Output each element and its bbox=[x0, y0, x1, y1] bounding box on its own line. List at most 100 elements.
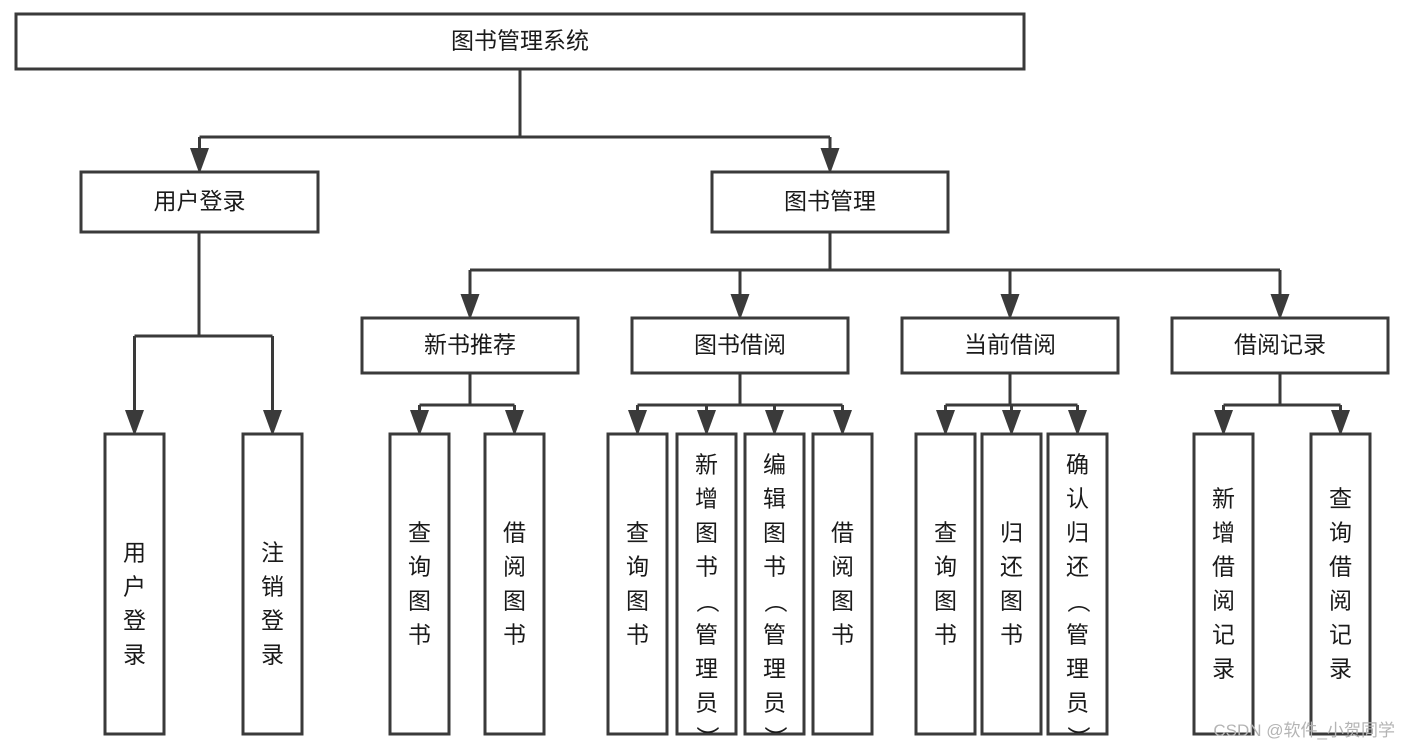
node-label-leaf-query-book-current: 询 bbox=[934, 553, 957, 579]
node-book-borrow[interactable]: 图书借阅 bbox=[630, 316, 850, 375]
node-box-leaf-borrow-book-recommend[interactable] bbox=[483, 432, 546, 736]
node-box-leaf-add-borrow-record[interactable] bbox=[1192, 432, 1255, 736]
node-label-leaf-edit-book-admin: ） bbox=[763, 726, 789, 747]
node-label-leaf-add-borrow-record: 新 bbox=[1212, 485, 1235, 511]
node-book-management[interactable]: 图书管理 bbox=[710, 170, 950, 234]
node-label-leaf-borrow-book-recommend: 阅 bbox=[503, 553, 526, 579]
arrow-head-icon bbox=[460, 294, 480, 320]
node-label-leaf-return-book: 还 bbox=[1000, 553, 1023, 579]
node-box-book-borrow[interactable] bbox=[630, 316, 850, 375]
node-label-leaf-query-book-recommend: 书 bbox=[408, 621, 431, 647]
node-new-book-recommend[interactable]: 新书推荐 bbox=[360, 316, 580, 375]
node-box-leaf-query-book-current[interactable] bbox=[914, 432, 977, 736]
arrow-head-icon bbox=[1331, 410, 1350, 436]
node-box-new-book-recommend[interactable] bbox=[360, 316, 580, 375]
node-box-leaf-query-borrow-record[interactable] bbox=[1309, 432, 1372, 736]
node-label-leaf-add-book-admin: ） bbox=[695, 726, 721, 747]
node-label-leaf-add-borrow-record: 阅 bbox=[1212, 587, 1235, 613]
node-label-leaf-return-book: 图 bbox=[1000, 587, 1023, 613]
node-box-leaf-query-book-recommend[interactable] bbox=[388, 432, 451, 736]
node-leaf-user-login[interactable]: 用户登录 bbox=[103, 432, 166, 736]
node-user-login[interactable]: 用户登录 bbox=[79, 170, 320, 234]
node-box-leaf-user-login[interactable] bbox=[103, 432, 166, 736]
node-label-leaf-confirm-return-admin: 还 bbox=[1066, 553, 1089, 579]
node-label-root: 图书管理系统 bbox=[451, 28, 589, 54]
node-box-root[interactable] bbox=[14, 12, 1026, 71]
node-label-leaf-confirm-return-admin: 员 bbox=[1066, 689, 1089, 715]
node-box-user-login[interactable] bbox=[79, 170, 320, 234]
node-label-leaf-borrow-book-recommend: 借 bbox=[503, 519, 526, 545]
node-box-borrow-record[interactable] bbox=[1170, 316, 1390, 375]
conn-user-login-to-leaves bbox=[125, 232, 282, 436]
node-root[interactable]: 图书管理系统 bbox=[14, 12, 1026, 71]
node-label-leaf-edit-book-admin: 员 bbox=[763, 689, 786, 715]
node-label-leaf-borrow-book-recommend: 图 bbox=[503, 587, 526, 613]
node-label-leaf-borrow-book: 借 bbox=[831, 519, 854, 545]
node-box-leaf-borrow-book[interactable] bbox=[811, 432, 874, 736]
arrow-head-icon bbox=[936, 410, 955, 436]
node-label-leaf-borrow-book: 书 bbox=[831, 621, 854, 647]
node-label-leaf-logout-login: 录 bbox=[261, 641, 284, 667]
node-label-leaf-add-borrow-record: 借 bbox=[1212, 553, 1235, 579]
node-box-leaf-edit-book-admin[interactable] bbox=[743, 432, 806, 736]
node-label-leaf-query-book-current: 查 bbox=[934, 519, 957, 545]
arrow-head-icon bbox=[820, 148, 840, 174]
node-current-borrow[interactable]: 当前借阅 bbox=[900, 316, 1120, 375]
arrow-head-icon bbox=[505, 410, 524, 436]
node-label-leaf-return-book: 归 bbox=[1000, 519, 1023, 545]
node-label-leaf-confirm-return-admin: （ bbox=[1066, 590, 1092, 613]
node-label-leaf-logout-login: 注 bbox=[261, 539, 284, 565]
conn-root-to-level2 bbox=[190, 69, 840, 174]
node-box-leaf-query-book-borrow[interactable] bbox=[606, 432, 669, 736]
node-label-leaf-query-book-borrow: 图 bbox=[626, 587, 649, 613]
node-label-leaf-add-book-admin: 理 bbox=[695, 655, 718, 681]
node-label-leaf-user-login: 户 bbox=[123, 573, 146, 599]
node-label-leaf-query-book-borrow: 查 bbox=[626, 519, 649, 545]
node-label-leaf-add-borrow-record: 增 bbox=[1212, 519, 1235, 545]
node-label-leaf-query-book-current: 书 bbox=[934, 621, 957, 647]
node-label-leaf-user-login: 登 bbox=[123, 607, 146, 633]
conn-record-to-leaves bbox=[1214, 373, 1350, 436]
arrow-head-icon bbox=[1270, 294, 1290, 320]
node-label-leaf-query-book-recommend: 查 bbox=[408, 519, 431, 545]
node-box-leaf-add-book-admin[interactable] bbox=[675, 432, 738, 736]
conn-recommend-to-leaves bbox=[410, 373, 524, 436]
node-label-leaf-query-borrow-record: 阅 bbox=[1329, 587, 1352, 613]
node-box-leaf-confirm-return-admin[interactable] bbox=[1046, 432, 1109, 736]
node-layer: 图书管理系统用户登录图书管理新书推荐图书借阅当前借阅借阅记录用户登录注销登录查询… bbox=[14, 12, 1390, 747]
node-box-current-borrow[interactable] bbox=[900, 316, 1120, 375]
node-box-book-management[interactable] bbox=[710, 170, 950, 234]
arrow-head-icon bbox=[697, 410, 716, 436]
node-label-user-login: 用户登录 bbox=[154, 188, 246, 214]
node-box-leaf-return-book[interactable] bbox=[980, 432, 1043, 736]
node-label-leaf-add-book-admin: 图 bbox=[695, 519, 718, 545]
node-label-leaf-query-borrow-record: 记 bbox=[1329, 621, 1352, 647]
conn-book-management-to-level3 bbox=[460, 232, 1290, 320]
node-label-leaf-edit-book-admin: 理 bbox=[763, 655, 786, 681]
node-borrow-record[interactable]: 借阅记录 bbox=[1170, 316, 1390, 375]
node-label-leaf-add-book-admin: 管 bbox=[695, 621, 718, 647]
watermark-label: CSDN @软件_小贺同学 bbox=[1213, 721, 1395, 740]
arrow-head-icon bbox=[190, 148, 209, 174]
node-label-leaf-query-book-current: 图 bbox=[934, 587, 957, 613]
conn-current-to-leaves bbox=[936, 373, 1087, 436]
node-label-current-borrow: 当前借阅 bbox=[964, 332, 1056, 358]
node-label-leaf-add-book-admin: （ bbox=[695, 590, 721, 613]
node-box-leaf-logout-login[interactable] bbox=[241, 432, 304, 736]
node-label-leaf-add-borrow-record: 录 bbox=[1212, 655, 1235, 681]
arrow-head-icon bbox=[263, 410, 282, 436]
arrow-head-icon bbox=[1000, 294, 1020, 320]
